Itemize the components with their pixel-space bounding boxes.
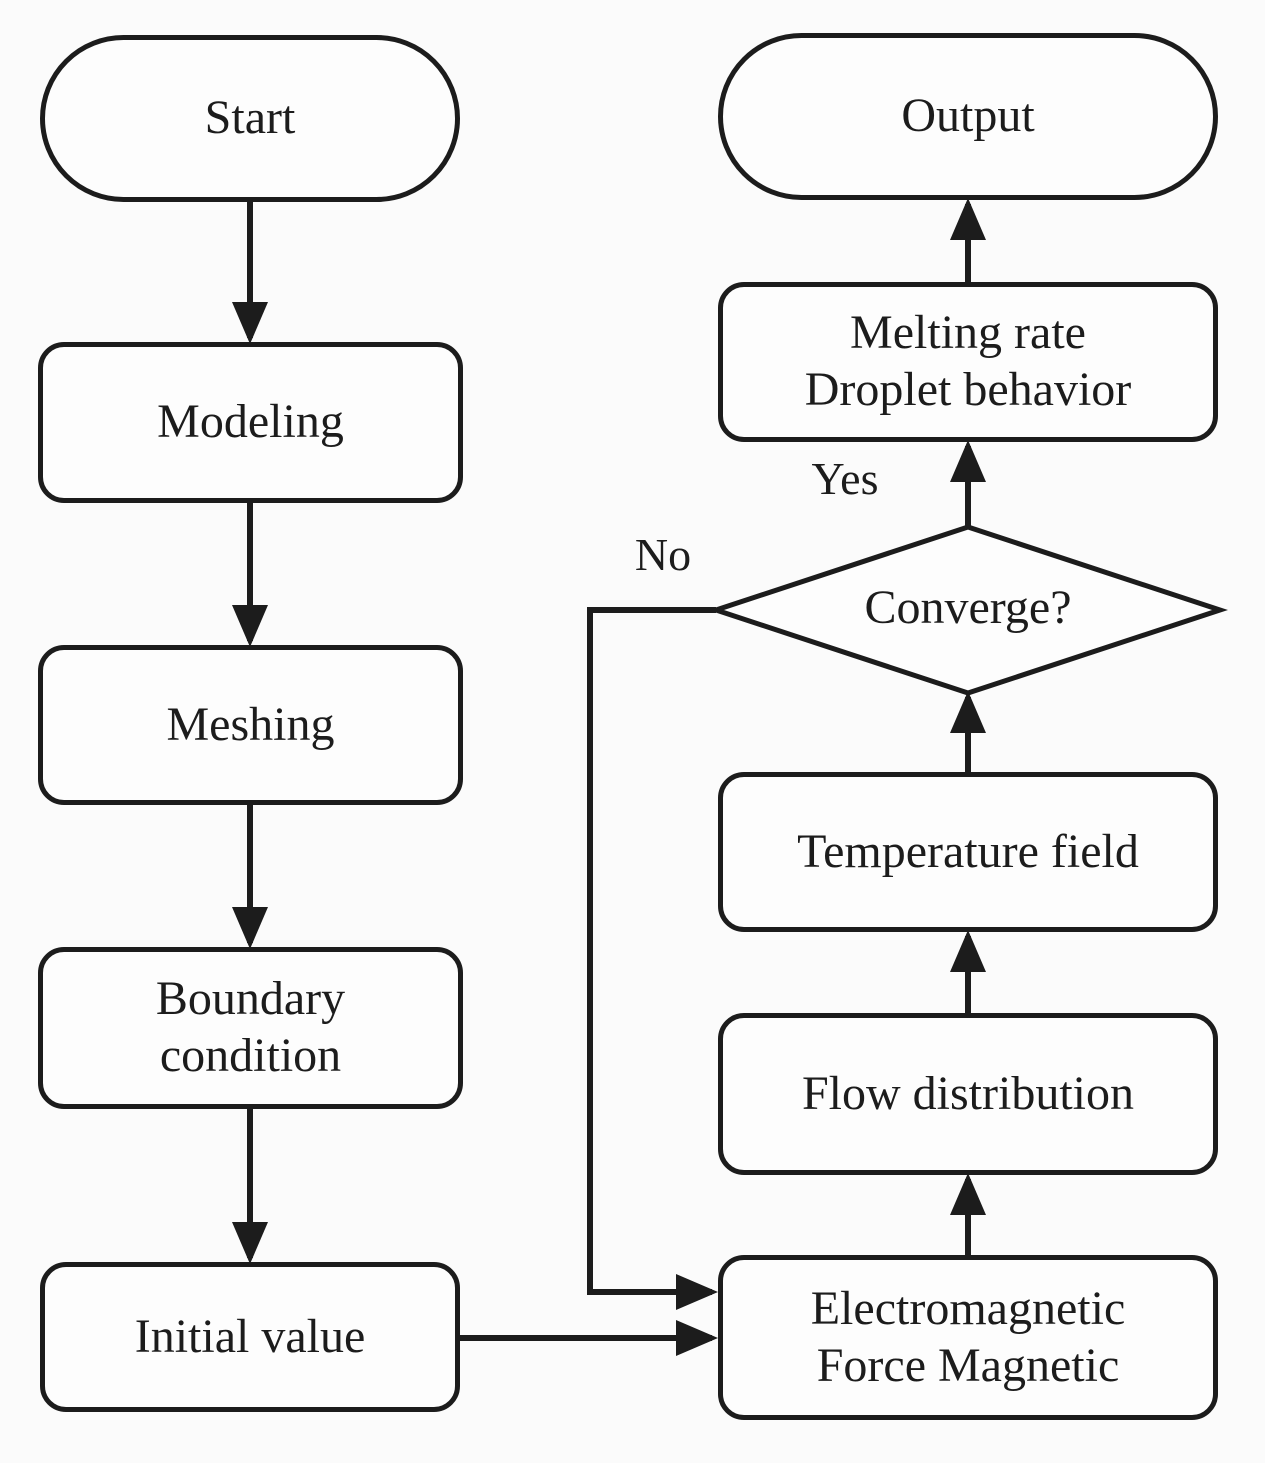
- node-melting-rate-label: Melting rate Droplet behavior: [804, 306, 1132, 416]
- node-converge-label: Converge?: [864, 581, 1072, 634]
- node-electromagnetic-force-label: Electromagnetic Force Magnetic: [810, 1281, 1126, 1392]
- node-modeling: Modeling: [38, 342, 463, 503]
- node-electromagnetic-force: Electromagnetic Force Magnetic: [718, 1255, 1218, 1420]
- node-meshing: Meshing: [38, 645, 463, 805]
- node-initial-value: Initial value: [40, 1262, 460, 1412]
- node-output: Output: [718, 33, 1218, 200]
- node-start: Start: [40, 35, 460, 202]
- node-converge-shape: [708, 524, 1228, 696]
- node-flow-distribution: Flow distribution: [718, 1013, 1218, 1175]
- node-output-label: Output: [901, 89, 1035, 143]
- node-modeling-label: Modeling: [157, 395, 344, 449]
- node-meshing-label: Meshing: [166, 697, 335, 751]
- node-temperature-field: Temperature field: [718, 772, 1218, 932]
- node-initial-value-label: Initial value: [134, 1309, 366, 1363]
- edge-converge-to-electromagnetic-no: [587, 607, 718, 1310]
- node-melting-rate: Melting rate Droplet behavior: [718, 282, 1218, 442]
- node-start-label: Start: [204, 91, 296, 145]
- node-boundary-condition: Boundary condition: [38, 947, 463, 1109]
- node-flow-distribution-label: Flow distribution: [801, 1066, 1135, 1120]
- node-boundary-condition-label: Boundary condition: [155, 972, 346, 1082]
- edge-label-yes: Yes: [811, 453, 879, 504]
- edge-label-no: No: [634, 529, 692, 580]
- node-temperature-field-label: Temperature field: [797, 824, 1139, 878]
